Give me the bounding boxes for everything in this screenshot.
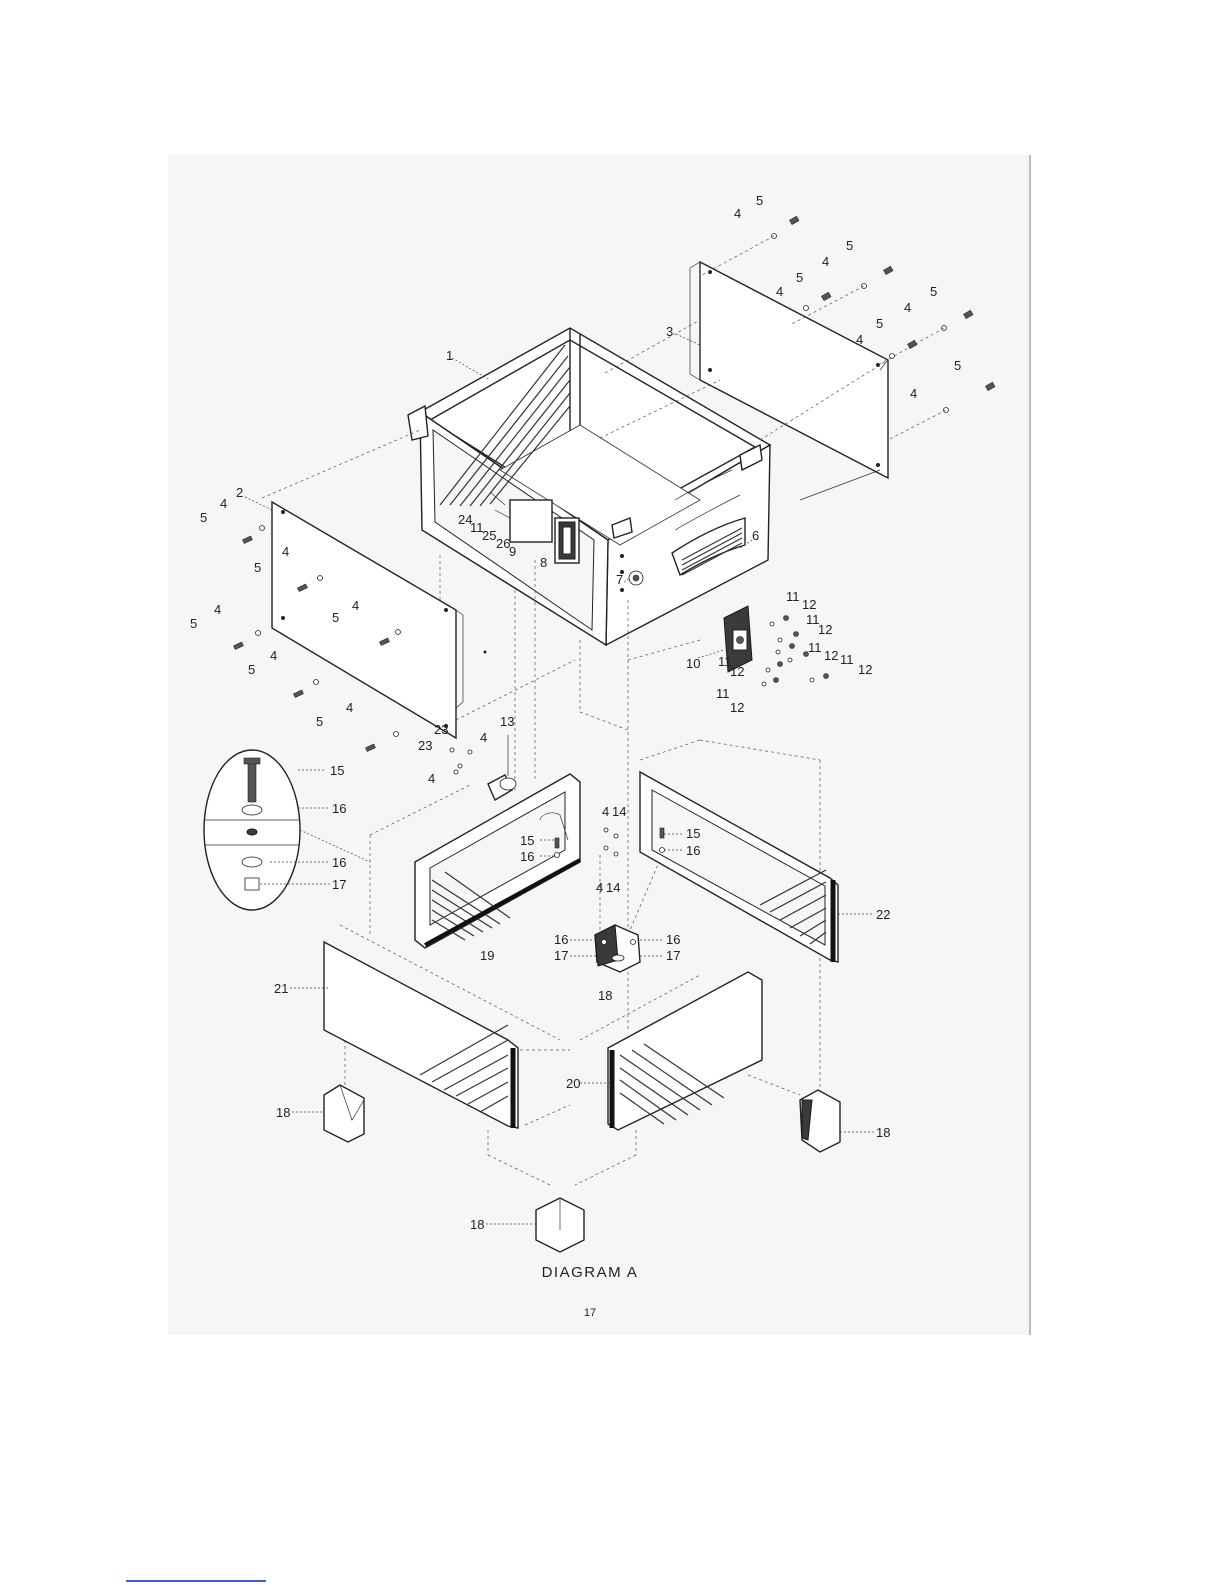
callout-7: 7 [616,572,623,587]
callout-4-left-d: 4 [352,598,359,613]
callout-12-sw-a: 12 [802,597,816,612]
corner-bracket-center [595,925,640,972]
callout-20: 20 [566,1076,580,1091]
callout-5-back-c: 5 [796,270,803,285]
callout-12-sw-c: 12 [824,648,838,663]
callout-4-left-f: 4 [346,700,353,715]
callout-11-sw-c: 11 [808,640,822,655]
callout-16-bracket-r: 16 [666,932,680,947]
callout-25: 25 [482,528,496,543]
callout-26: 26 [496,536,510,551]
callout-4-back-f: 4 [910,386,917,401]
callout-16-inset-a: 16 [332,801,346,816]
callout-5-back-a: 5 [756,193,763,208]
frame-rail-19 [415,774,580,948]
callout-11-sw-f: 11 [716,686,730,701]
bottom-edge-link-bar [126,1580,266,1582]
foot-bottom [536,1198,584,1252]
frame-rail-20 [608,972,762,1130]
callout-17-inset: 17 [332,877,346,892]
foot-right [800,1090,840,1152]
callout-5-left-e: 5 [248,662,255,677]
callout-12-sw-b: 12 [818,622,832,637]
callout-17-bracket-l: 17 [554,948,568,963]
callout-18-bracket: 18 [598,988,612,1003]
callout-14-center-a: 14 [612,804,626,819]
callout-5-back-d: 5 [930,284,937,299]
callout-12-sw-e: 12 [730,664,744,679]
callout-5-left-f: 5 [316,714,323,729]
callout-13: 13 [500,714,514,729]
callout-4-center-b: 4 [596,880,603,895]
callout-8: 8 [540,555,547,570]
callout-11-sw-a: 11 [786,589,800,604]
callout-4-back-a: 4 [734,206,741,221]
callout-4-back-e: 4 [856,332,863,347]
callout-5-back-f: 5 [954,358,961,373]
callout-18-bottom: 18 [470,1217,484,1232]
callout-6: 6 [752,528,759,543]
callout-10: 10 [686,656,700,671]
callout-5-left-b: 5 [254,560,261,575]
callout-5-back-b: 5 [846,238,853,253]
callout-5-left-c: 5 [190,616,197,631]
callout-4-center-a: 4 [602,804,609,819]
callout-17-bracket-r: 17 [666,948,680,963]
callout-23-a: 23 [434,722,448,737]
callout-19: 19 [480,948,494,963]
callout-5-left-a: 5 [200,510,207,525]
callout-4-left-a: 4 [220,496,227,511]
callout-16-left: 16 [520,849,534,864]
diagram-caption: DIAGRAM A [0,1264,1180,1281]
callout-16-right: 16 [686,843,700,858]
callout-5-left-d: 5 [332,610,339,625]
callout-21: 21 [274,981,288,996]
callout-18-right: 18 [876,1125,890,1140]
callout-16-bracket-l: 16 [554,932,568,947]
callout-22: 22 [876,907,890,922]
callout-15-right: 15 [686,826,700,841]
callout-4-left-b: 4 [282,544,289,559]
callout-23-b: 23 [418,738,432,753]
callout-15-left: 15 [520,833,534,848]
callout-14-center-b: 14 [606,880,620,895]
callout-4-left-c: 4 [214,602,221,617]
callout-5-back-e: 5 [876,316,883,331]
callout-4-back-c: 4 [776,284,783,299]
callout-15-inset: 15 [330,763,344,778]
callout-12-sw-d: 12 [858,662,872,677]
callout-3: 3 [666,324,673,339]
callout-11-sw-d: 11 [840,652,854,667]
callout-16-inset-b: 16 [332,855,346,870]
callout-1: 1 [446,348,453,363]
callout-4-left-e: 4 [270,648,277,663]
callout-12-sw-f: 12 [730,700,744,715]
callout-18-left: 18 [276,1105,290,1120]
foot-left [324,1085,364,1142]
callout-4-mid-b: 4 [428,771,435,786]
callout-4-mid-a: 4 [480,730,487,745]
callout-4-back-b: 4 [822,254,829,269]
callout-2: 2 [236,485,243,500]
callout-4-back-d: 4 [904,300,911,315]
bracket-13 [488,735,516,800]
page-number: 17 [0,1307,1180,1319]
